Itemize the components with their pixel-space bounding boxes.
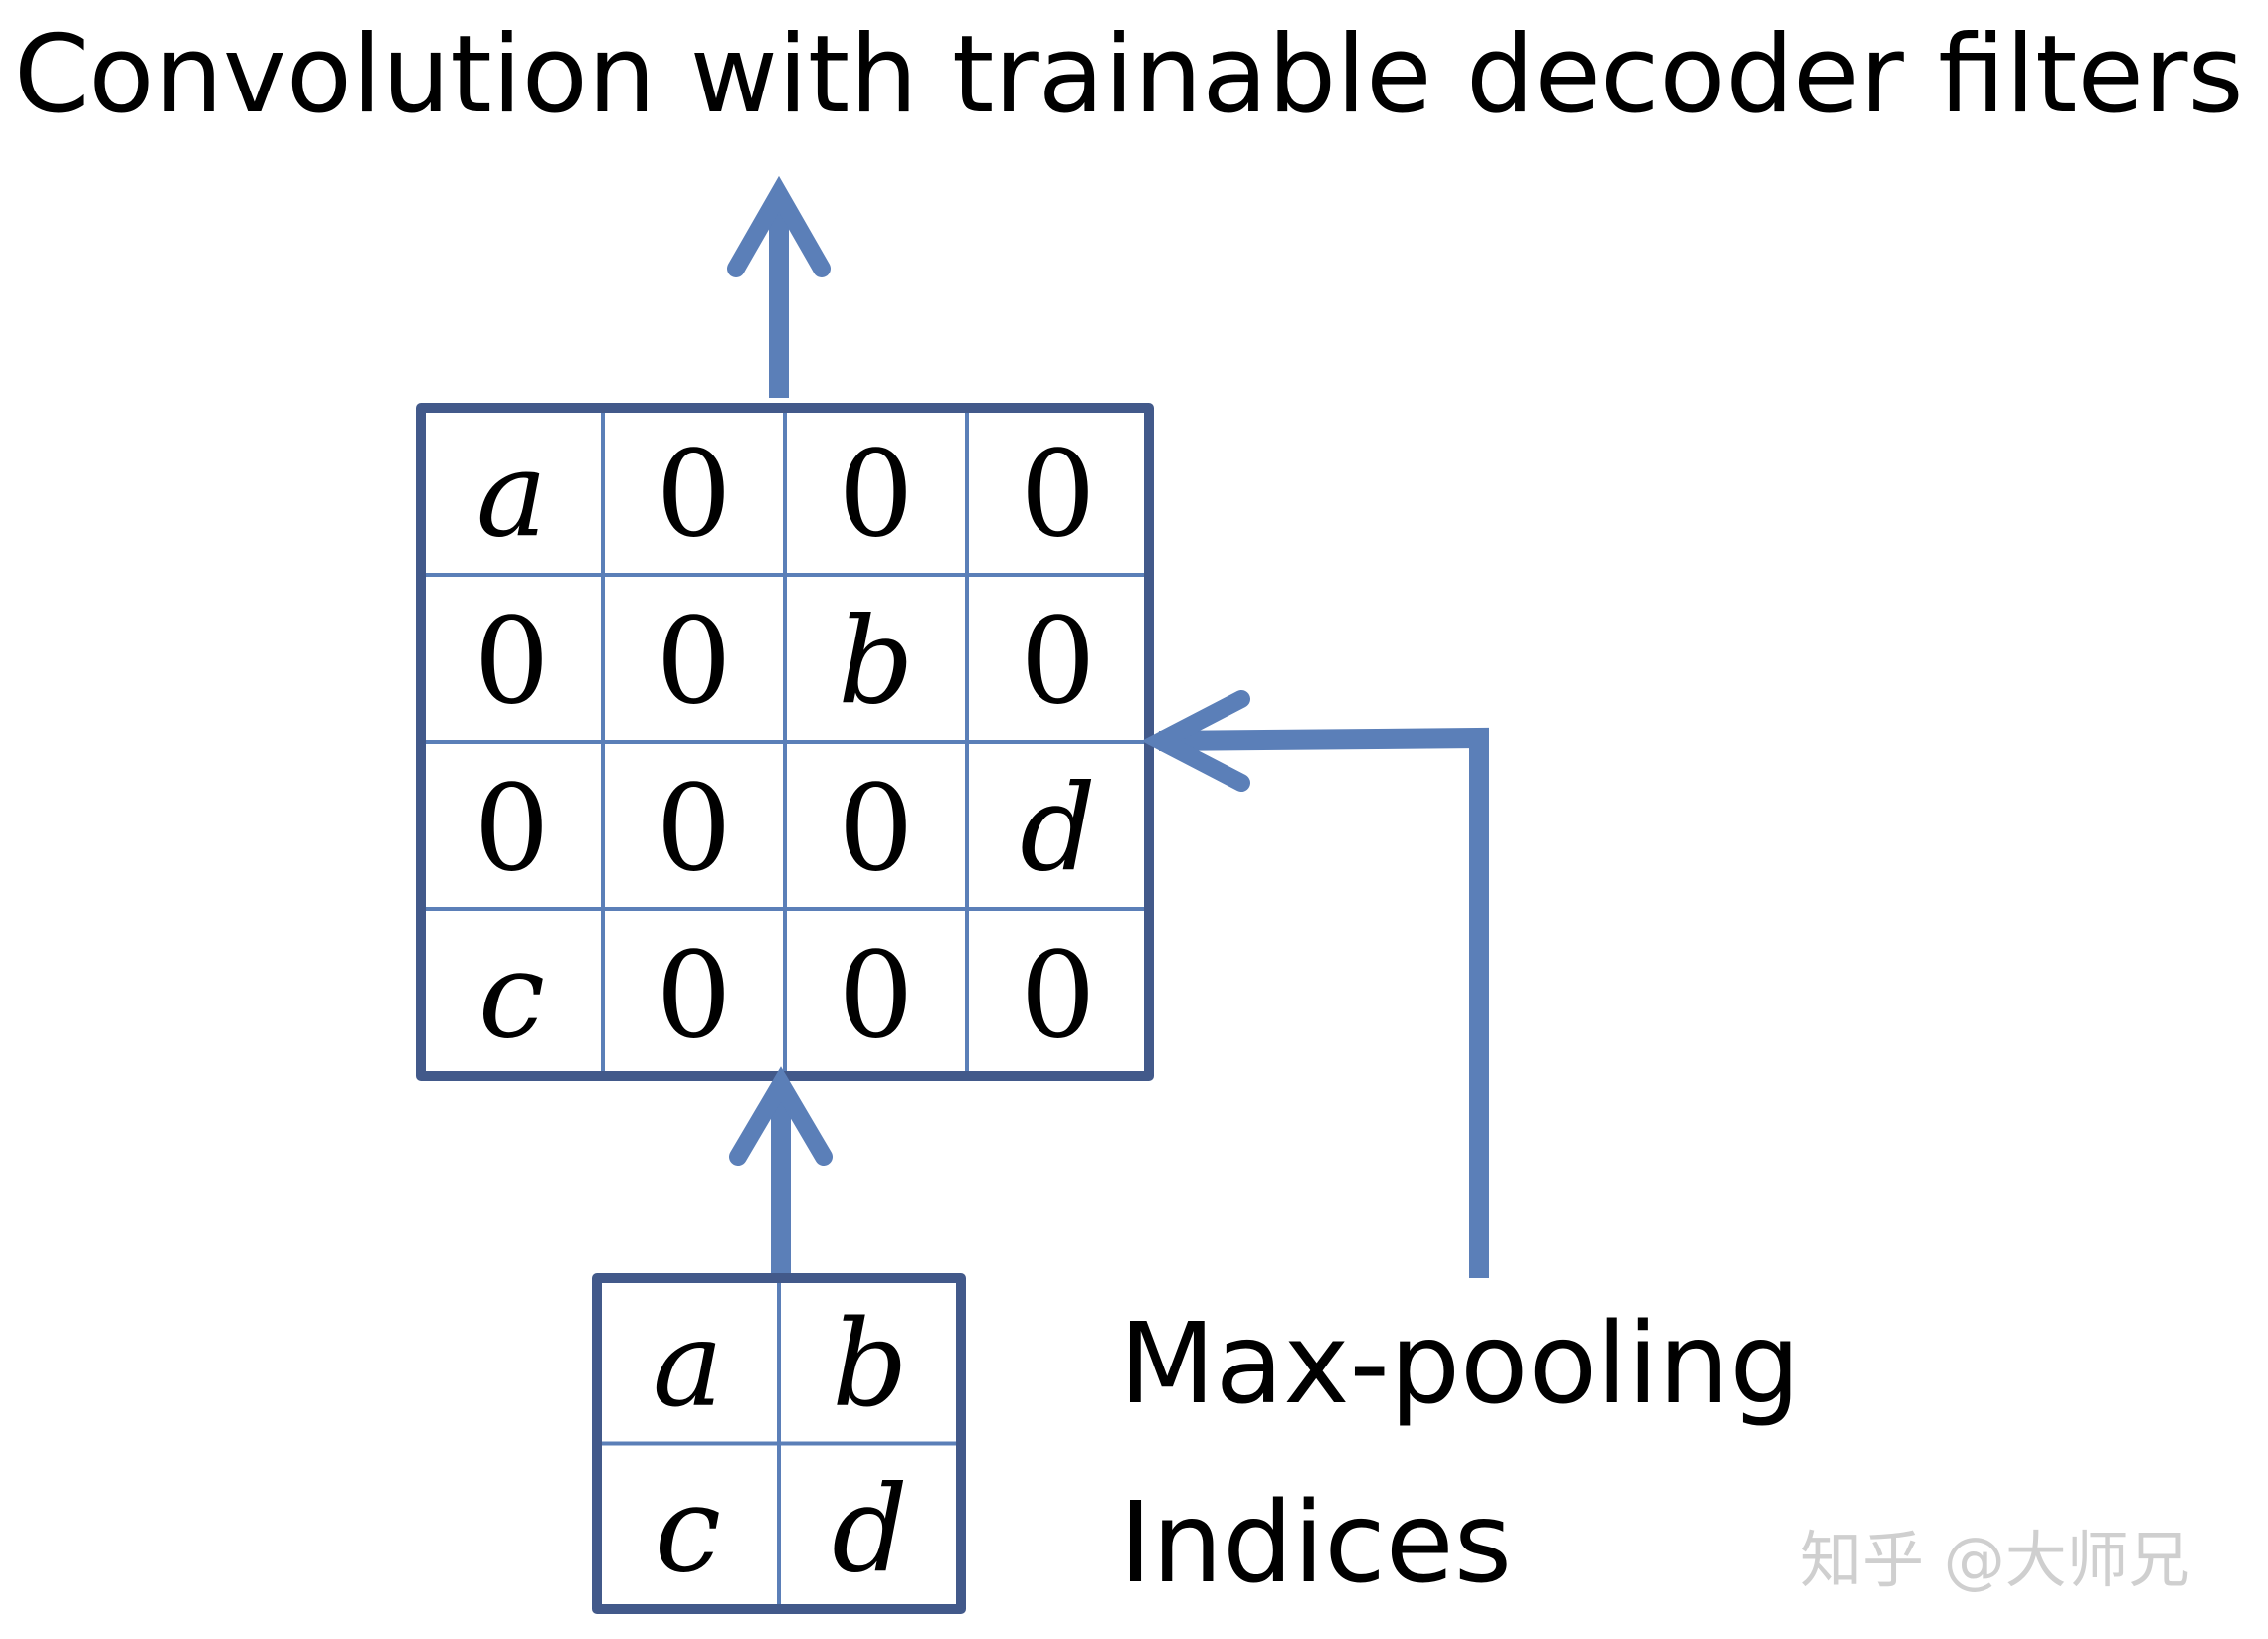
big-grid-cell: 0 bbox=[1020, 594, 1095, 732]
indices-label-line1: Max-pooling bbox=[1119, 1300, 1799, 1429]
unpooling-arrow-head bbox=[729, 1066, 833, 1166]
big-grid-cell: 0 bbox=[656, 761, 731, 899]
big-grid-cell: 0 bbox=[473, 761, 549, 899]
unpooling-arrow bbox=[729, 1066, 833, 1278]
big-grid-cell: 0 bbox=[838, 427, 913, 565]
indices-arrow-path bbox=[1158, 727, 1489, 1278]
diagram-title: Convolution with trainable decoder filte… bbox=[14, 13, 2244, 137]
output-arrow bbox=[727, 175, 831, 398]
small-grid-cell: d bbox=[832, 1461, 908, 1599]
indices-label-line2: Indices bbox=[1119, 1479, 1512, 1608]
big-grid-cell: 0 bbox=[1020, 928, 1095, 1066]
big-grid-cell: a bbox=[476, 427, 548, 565]
big-grid-cell: 0 bbox=[656, 928, 731, 1066]
big-grid-cell: b bbox=[838, 594, 914, 732]
big-grid-cell: d bbox=[1020, 761, 1096, 899]
big-grid-cell: 0 bbox=[1020, 427, 1095, 565]
big-grid-cell: 0 bbox=[473, 594, 549, 732]
output-arrow-head bbox=[727, 175, 831, 277]
indices-arrow bbox=[1141, 690, 1489, 1278]
big-grid-cell: 0 bbox=[656, 594, 731, 732]
big-grid-cell: c bbox=[478, 928, 545, 1066]
big-grid-cell: 0 bbox=[656, 427, 731, 565]
watermark-text: 知乎 @大师兄 bbox=[1800, 1524, 2190, 1596]
indices-arrow-head bbox=[1141, 690, 1250, 792]
big-grid-cell: 0 bbox=[838, 928, 913, 1066]
small-grid-cell: c bbox=[655, 1461, 721, 1599]
big-grid-cell: 0 bbox=[838, 761, 913, 899]
small-grid-border bbox=[592, 1273, 966, 1614]
small-grid-cell: b bbox=[832, 1296, 908, 1434]
small-grid-cell: a bbox=[653, 1296, 724, 1434]
